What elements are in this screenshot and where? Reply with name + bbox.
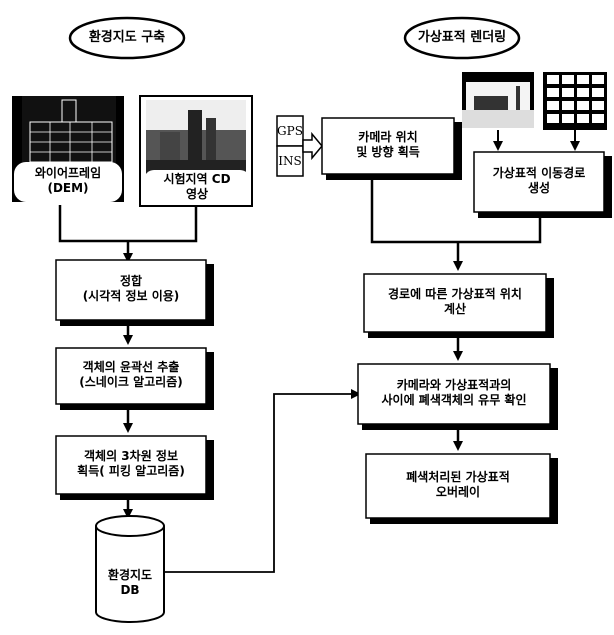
right-merge-connector xyxy=(370,176,542,271)
info3d-label: 객체의 3차원 정보 획득( 피킹 알고리즘) xyxy=(77,449,185,478)
title-right: 가상표적 렌더링 xyxy=(417,30,507,45)
cd-image-label: 시험지역 CD 영상 xyxy=(163,172,231,201)
overlay-label: 폐색처리된 가상표적 오버레이 xyxy=(406,470,510,499)
gps-label: GPS xyxy=(277,124,303,138)
camera-label: 카메라 위치 및 방향 획득 xyxy=(356,130,420,159)
registration-box xyxy=(55,259,214,326)
position-box xyxy=(363,273,554,338)
building-photo xyxy=(462,72,534,128)
ins-label: INS xyxy=(278,154,302,168)
path-gen-box xyxy=(473,151,612,218)
occlusion-check-box xyxy=(357,363,558,430)
wireframe-photo xyxy=(12,96,124,202)
title-right-oval xyxy=(403,16,521,60)
camera-box xyxy=(321,117,462,180)
contour-box xyxy=(55,347,214,410)
info3d-box xyxy=(55,435,214,500)
title-left: 환경지도 구축 xyxy=(88,30,166,45)
db-label: 환경지도 DB xyxy=(107,568,153,597)
sensor-arrow xyxy=(302,131,323,161)
photos-merge-connector xyxy=(58,205,198,263)
position-label: 경로에 따른 가상표적 위치 계산 xyxy=(388,287,522,316)
cd-image-photo xyxy=(139,95,253,207)
registration-label: 정합 (시각적 정보 이용) xyxy=(82,274,180,303)
gps-box xyxy=(276,115,304,147)
occlusion-check-label: 카메라와 가상표적과의 사이에 폐색객체의 유무 확인 xyxy=(381,378,527,407)
title-left-oval xyxy=(68,16,186,60)
db-to-occlusion-connector xyxy=(165,389,361,573)
wireframe-label: 와이어프레임 (DEM) xyxy=(34,166,102,195)
path-gen-label: 가상표적 이동경로 생성 xyxy=(492,166,586,195)
thumbnail-grid xyxy=(543,72,607,130)
overlay-box xyxy=(365,453,558,524)
contour-label: 객체의 윤곽선 추출 (스네이크 알고리즘) xyxy=(79,360,183,389)
db-cylinder xyxy=(95,515,165,623)
ins-box xyxy=(276,145,304,177)
